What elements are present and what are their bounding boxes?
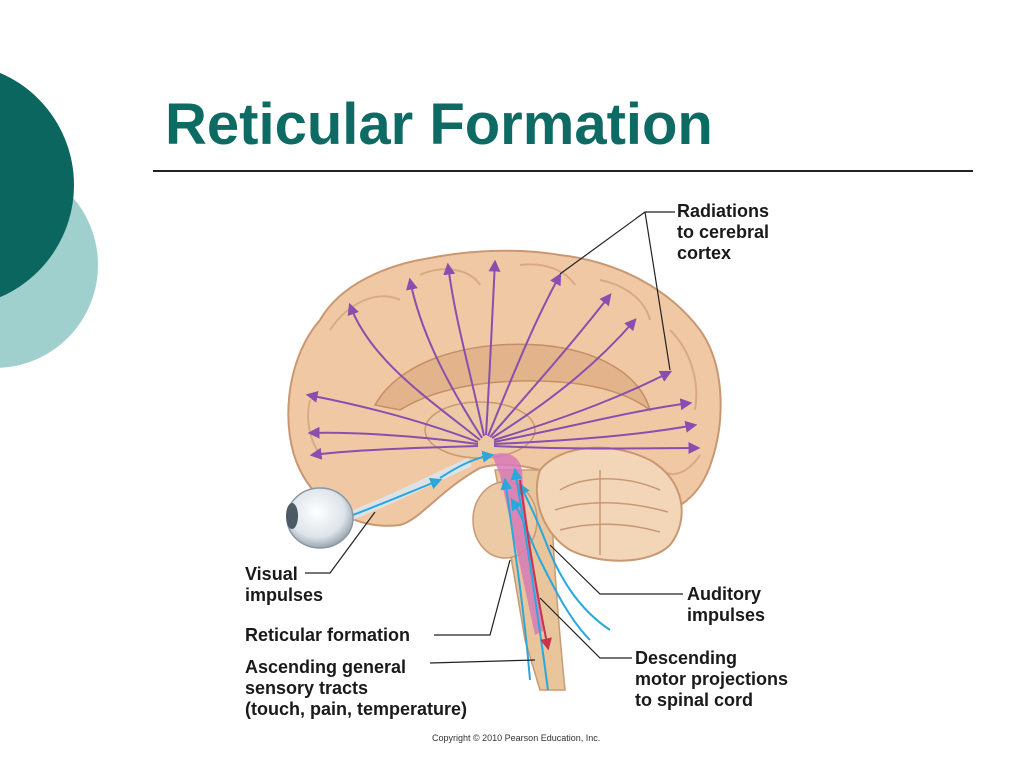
label-visual-line1: Visual (245, 564, 298, 584)
leader-lines (305, 211, 683, 664)
label-radiations-line3: cortex (677, 243, 732, 263)
copyright-notice: Copyright © 2010 Pearson Education, Inc. (432, 733, 601, 743)
label-ascending-line3: (touch, pain, temperature) (245, 699, 468, 719)
label-auditory-line2: impulses (687, 605, 766, 625)
label-descending-line1: Descending (635, 648, 738, 668)
reticular-core (492, 453, 545, 635)
label-auditory: Auditory impulses (687, 584, 765, 626)
label-descending: Descending motor projections to spinal c… (635, 648, 788, 711)
cerebellum-folia (554, 470, 669, 555)
decor-circle-dark (0, 72, 74, 298)
label-auditory-line1: Auditory (687, 584, 761, 604)
label-ascending: Ascending general sensory tracts (touch,… (245, 657, 467, 720)
label-ascending-line2: sensory tracts (245, 678, 369, 698)
label-visual-line2: impulses (245, 585, 324, 605)
label-radiations-line2: to cerebral (677, 222, 770, 242)
title-rule (153, 170, 973, 172)
label-reticular-line1: Reticular formation (245, 625, 411, 645)
ascending-tract-arrows (500, 467, 549, 691)
visual-arrows (344, 450, 495, 519)
label-descending-line2: motor projections (635, 669, 789, 689)
descending-motor-arrow (519, 479, 552, 651)
radiation-arrows (305, 259, 701, 460)
eye-pupil (286, 503, 298, 529)
label-descending-line3: to spinal cord (635, 690, 754, 710)
slide-title: Reticular Formation (165, 92, 713, 157)
label-ascending-line1: Ascending general (245, 657, 407, 677)
label-reticular: Reticular formation (245, 625, 410, 646)
label-radiations-line1: Radiations (677, 201, 770, 221)
label-radiations: Radiations to cerebral cortex (677, 201, 769, 264)
label-visual: Visual impulses (245, 564, 323, 606)
